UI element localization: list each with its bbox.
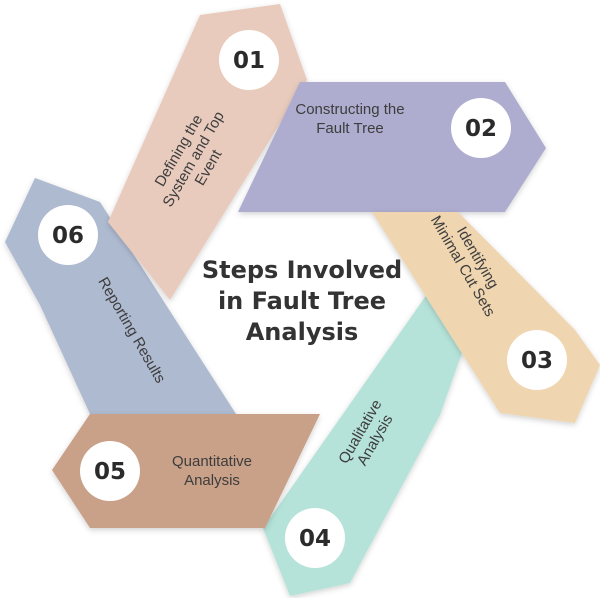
title-line: Steps Involved	[202, 256, 402, 284]
step-05-label-line: Quantitative	[172, 453, 252, 470]
step-05-label: Quantitative Analysis	[172, 453, 252, 489]
title-line: in Fault Tree	[218, 287, 386, 315]
step-01-number: 01	[233, 48, 265, 74]
step-02-badge: 02	[451, 98, 511, 158]
step-03-number: 03	[521, 348, 553, 374]
step-01-badge: 01	[219, 30, 279, 90]
step-06-number: 06	[52, 223, 84, 249]
step-04-badge: 04	[285, 508, 345, 568]
step-05-number: 05	[94, 459, 126, 485]
diagram-title: Steps Involved in Fault Tree Analysis	[202, 256, 402, 346]
step-05-label-line: Analysis	[184, 472, 240, 489]
step-03-badge: 03	[507, 330, 567, 390]
step-05-badge: 05	[80, 441, 140, 501]
step-02-number: 02	[465, 116, 497, 142]
step-02-label-line: Constructing the	[295, 101, 404, 118]
step-04-number: 04	[299, 526, 331, 552]
step-02-label: Constructing the Fault Tree	[295, 101, 404, 137]
title-line: Analysis	[246, 318, 359, 346]
step-02-label-line: Fault Tree	[316, 120, 384, 137]
step-06-badge: 06	[38, 205, 98, 265]
